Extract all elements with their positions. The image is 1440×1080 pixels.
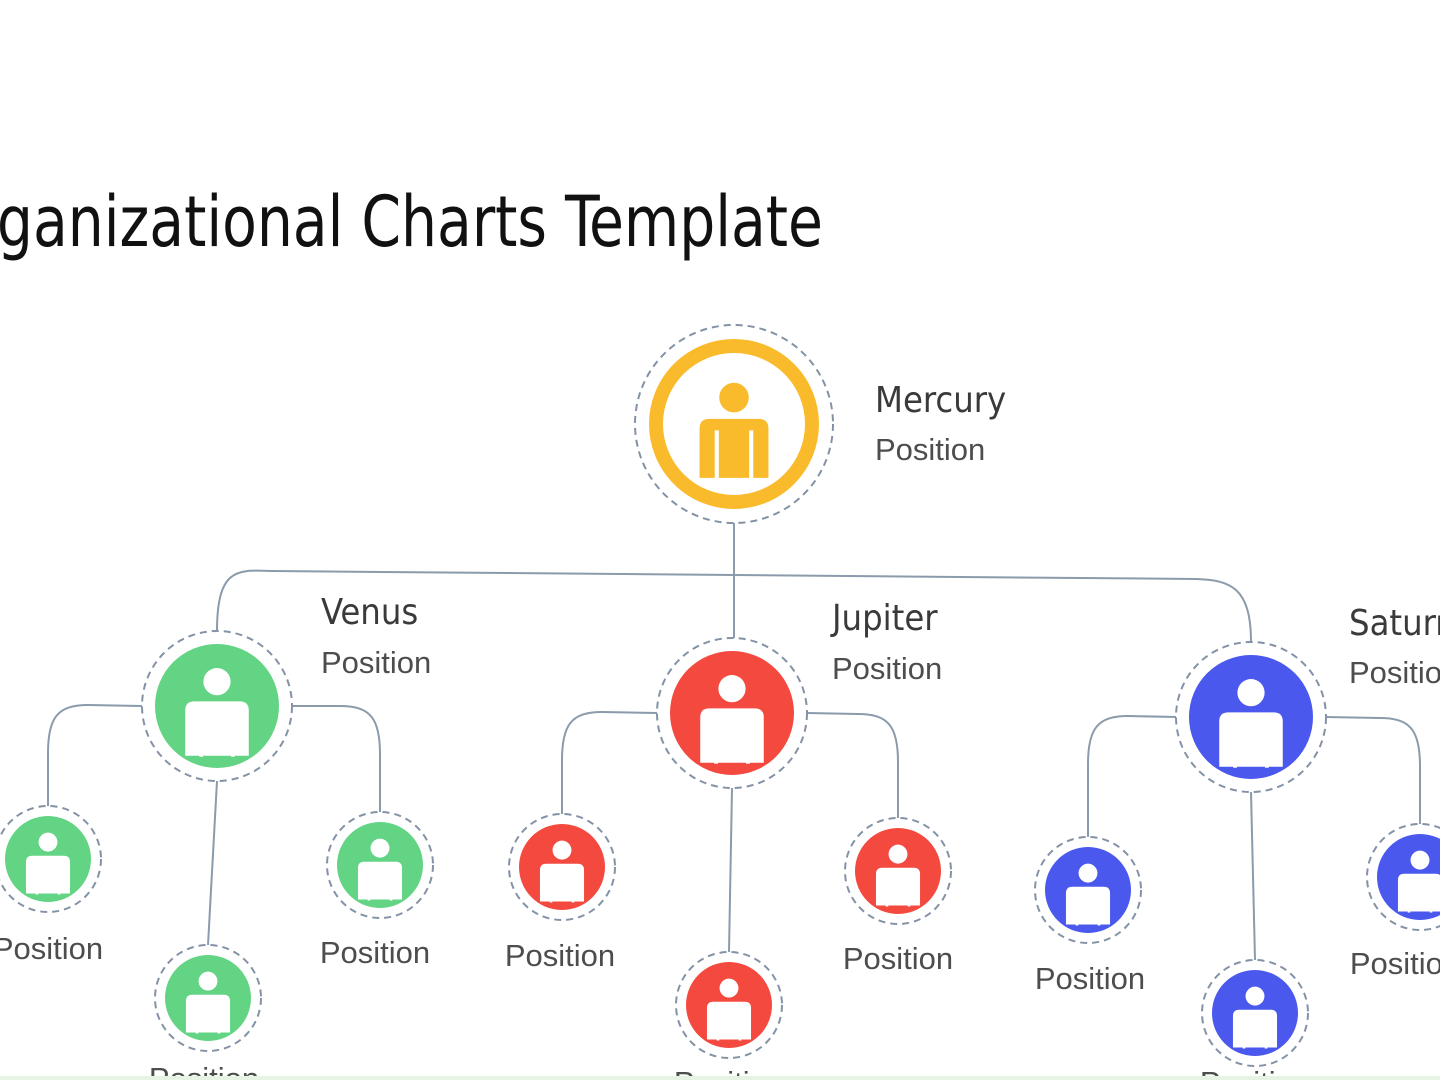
dept-node-saturn (1175, 641, 1327, 793)
person-head (719, 382, 749, 413)
dept-node-venus (141, 630, 293, 782)
person-icon (25, 832, 71, 895)
slide-title-text: Organizational Charts Template (0, 181, 823, 263)
branch-right-2 (1325, 716, 1421, 824)
member-node-venus-1 (0, 805, 102, 913)
person-icon (875, 844, 921, 907)
person-head (1078, 863, 1098, 883)
branch-left-0 (47, 703, 143, 806)
top-bus-line (216, 569, 1252, 643)
branch-right-0 (292, 705, 381, 812)
member-position-jupiter-1: Position (505, 938, 615, 973)
person-body (699, 418, 769, 478)
person-icon (1232, 986, 1278, 1049)
chart-nodes: MercuryPositionVenusPositionPositionPosi… (0, 324, 1440, 1080)
dept-position-jupiter: Position (832, 651, 942, 686)
member-node-saturn-1 (1034, 836, 1142, 944)
person-head (1237, 679, 1265, 707)
person-icon (1397, 850, 1440, 913)
bottom-rule (0, 1076, 1440, 1080)
member-position-venus-2: Position (149, 1061, 259, 1080)
member-node-venus-3 (326, 811, 434, 919)
person-body (1397, 873, 1440, 912)
person-head (1410, 850, 1430, 870)
member-node-jupiter-1 (508, 813, 616, 921)
person-head (1245, 986, 1265, 1006)
person-icon (1065, 863, 1111, 926)
dept-position-venus: Position (321, 645, 431, 680)
person-body (1219, 712, 1283, 767)
person-body (1065, 886, 1111, 925)
branch-right-1 (806, 712, 899, 818)
root-name: Mercury (875, 380, 1006, 421)
member-position-saturn-3: Position (1350, 946, 1440, 981)
connector-lines (47, 523, 1421, 961)
dept-name-venus: Venus (321, 592, 418, 633)
member-node-jupiter-2 (675, 951, 783, 1059)
person-body (700, 708, 764, 763)
root-position: Position (875, 432, 985, 467)
branch-center-0 (207, 780, 218, 946)
person-head (719, 978, 739, 998)
person-head (370, 838, 390, 858)
person-icon (357, 838, 403, 901)
member-position-venus-1: Position (0, 931, 103, 966)
person-icon (185, 668, 249, 757)
dept-node-jupiter (656, 637, 808, 789)
branch-center-1 (728, 787, 733, 953)
person-head (38, 832, 58, 852)
branch-left-1 (561, 710, 658, 814)
person-body (25, 855, 71, 894)
dept-name-jupiter: Jupiter (830, 598, 938, 639)
member-node-jupiter-3 (844, 817, 952, 925)
branch-center-2 (1250, 791, 1256, 961)
person-body (539, 863, 585, 902)
member-node-venus-2 (154, 944, 262, 1052)
person-head (198, 971, 218, 991)
branch-left-2 (1087, 714, 1177, 837)
person-body (185, 994, 231, 1033)
person-head (203, 668, 231, 696)
person-body (357, 861, 403, 900)
slide-title: Organizational Charts Template (0, 181, 823, 263)
root-node-mercury (634, 324, 834, 524)
member-position-jupiter-3: Position (843, 941, 953, 976)
dept-position-saturn: Position (1349, 655, 1440, 690)
person-icon (539, 840, 585, 903)
member-position-saturn-1: Position (1035, 961, 1145, 996)
dept-name-saturn: Saturn (1349, 603, 1440, 644)
person-icon (185, 971, 231, 1034)
person-head (718, 675, 746, 703)
member-node-saturn-2 (1201, 959, 1309, 1067)
person-head (552, 840, 572, 860)
member-position-venus-3: Position (320, 935, 430, 970)
person-icon (700, 675, 764, 764)
person-icon (1219, 679, 1283, 768)
person-body (185, 701, 249, 756)
person-icon (706, 978, 752, 1041)
person-body (875, 867, 921, 906)
person-head (888, 844, 908, 864)
person-body (706, 1001, 752, 1040)
person-body (1232, 1009, 1278, 1048)
member-node-saturn-3 (1366, 823, 1440, 931)
